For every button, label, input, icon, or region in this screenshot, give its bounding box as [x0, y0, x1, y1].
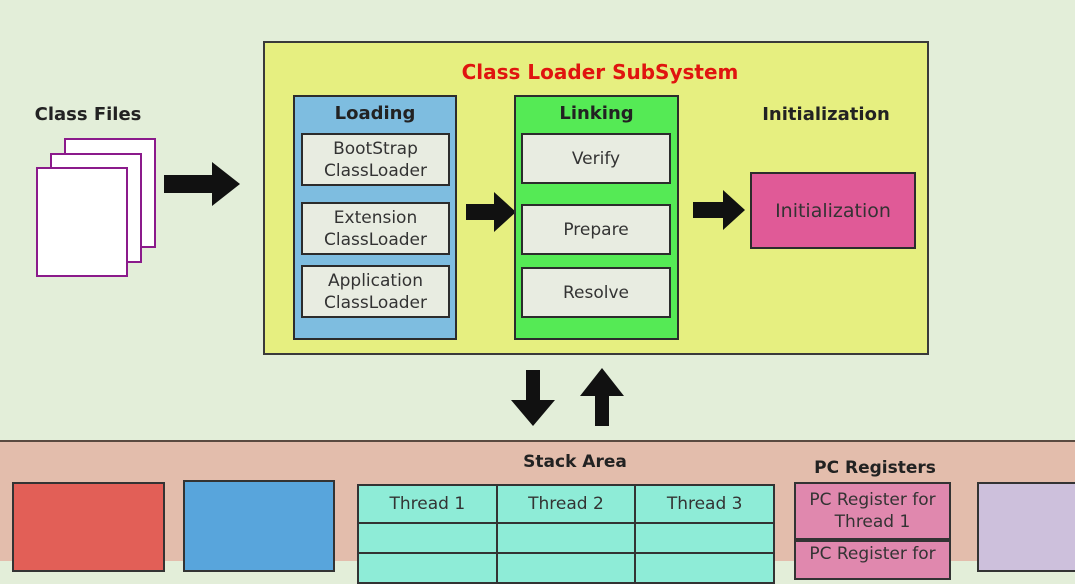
initialization-title: Initialization [762, 104, 890, 125]
pc-register-line1: PC Register for [809, 490, 936, 510]
classloader-line1: Application [328, 270, 423, 291]
subsystem-title: Class Loader SubSystem [461, 60, 739, 84]
classloader-line1: Extension [333, 207, 418, 228]
heap-area [183, 480, 335, 572]
stack-area-table: Thread 1 Thread 2 Thread 3 [357, 484, 775, 584]
pc-register-thread-2: PC Register for [794, 540, 951, 580]
stack-frame-cell [357, 522, 498, 554]
classloader-line2: ClassLoader [324, 292, 427, 313]
stack-frame-cell [357, 552, 498, 584]
document-stack-icon [36, 136, 160, 280]
stack-thread-header: Thread 1 [357, 484, 498, 524]
stack-frame-cell [634, 552, 775, 584]
classloader-line2: ClassLoader [324, 229, 427, 250]
arrow-right-icon [693, 190, 745, 230]
native-method-stack [977, 482, 1075, 572]
stack-thread-header: Thread 3 [634, 484, 775, 524]
stack-area-title: Stack Area [523, 452, 627, 472]
arrow-right-icon [466, 192, 516, 232]
linking-title: Linking [559, 103, 634, 124]
initialization-box: Initialization [750, 172, 916, 249]
classloader-line1: BootStrap [333, 138, 418, 159]
stack-frame-cell [495, 552, 637, 584]
arrow-right-icon [164, 162, 240, 206]
arrow-up-icon [580, 368, 624, 426]
resolve-step: Resolve [521, 267, 671, 318]
method-area [12, 482, 165, 572]
pc-register-line2: Thread 1 [834, 512, 911, 532]
pc-registers-title: PC Registers [814, 458, 936, 478]
pc-register-line1: PC Register for [809, 544, 936, 564]
loading-title: Loading [334, 103, 416, 124]
classloader-line2: ClassLoader [324, 160, 427, 181]
stack-thread-header: Thread 2 [495, 484, 637, 524]
verify-step: Verify [521, 133, 671, 184]
arrow-down-icon [511, 370, 555, 426]
stack-frame-cell [495, 522, 637, 554]
class-files-label: Class Files [34, 104, 142, 125]
prepare-step: Prepare [521, 204, 671, 255]
stack-frame-cell [634, 522, 775, 554]
